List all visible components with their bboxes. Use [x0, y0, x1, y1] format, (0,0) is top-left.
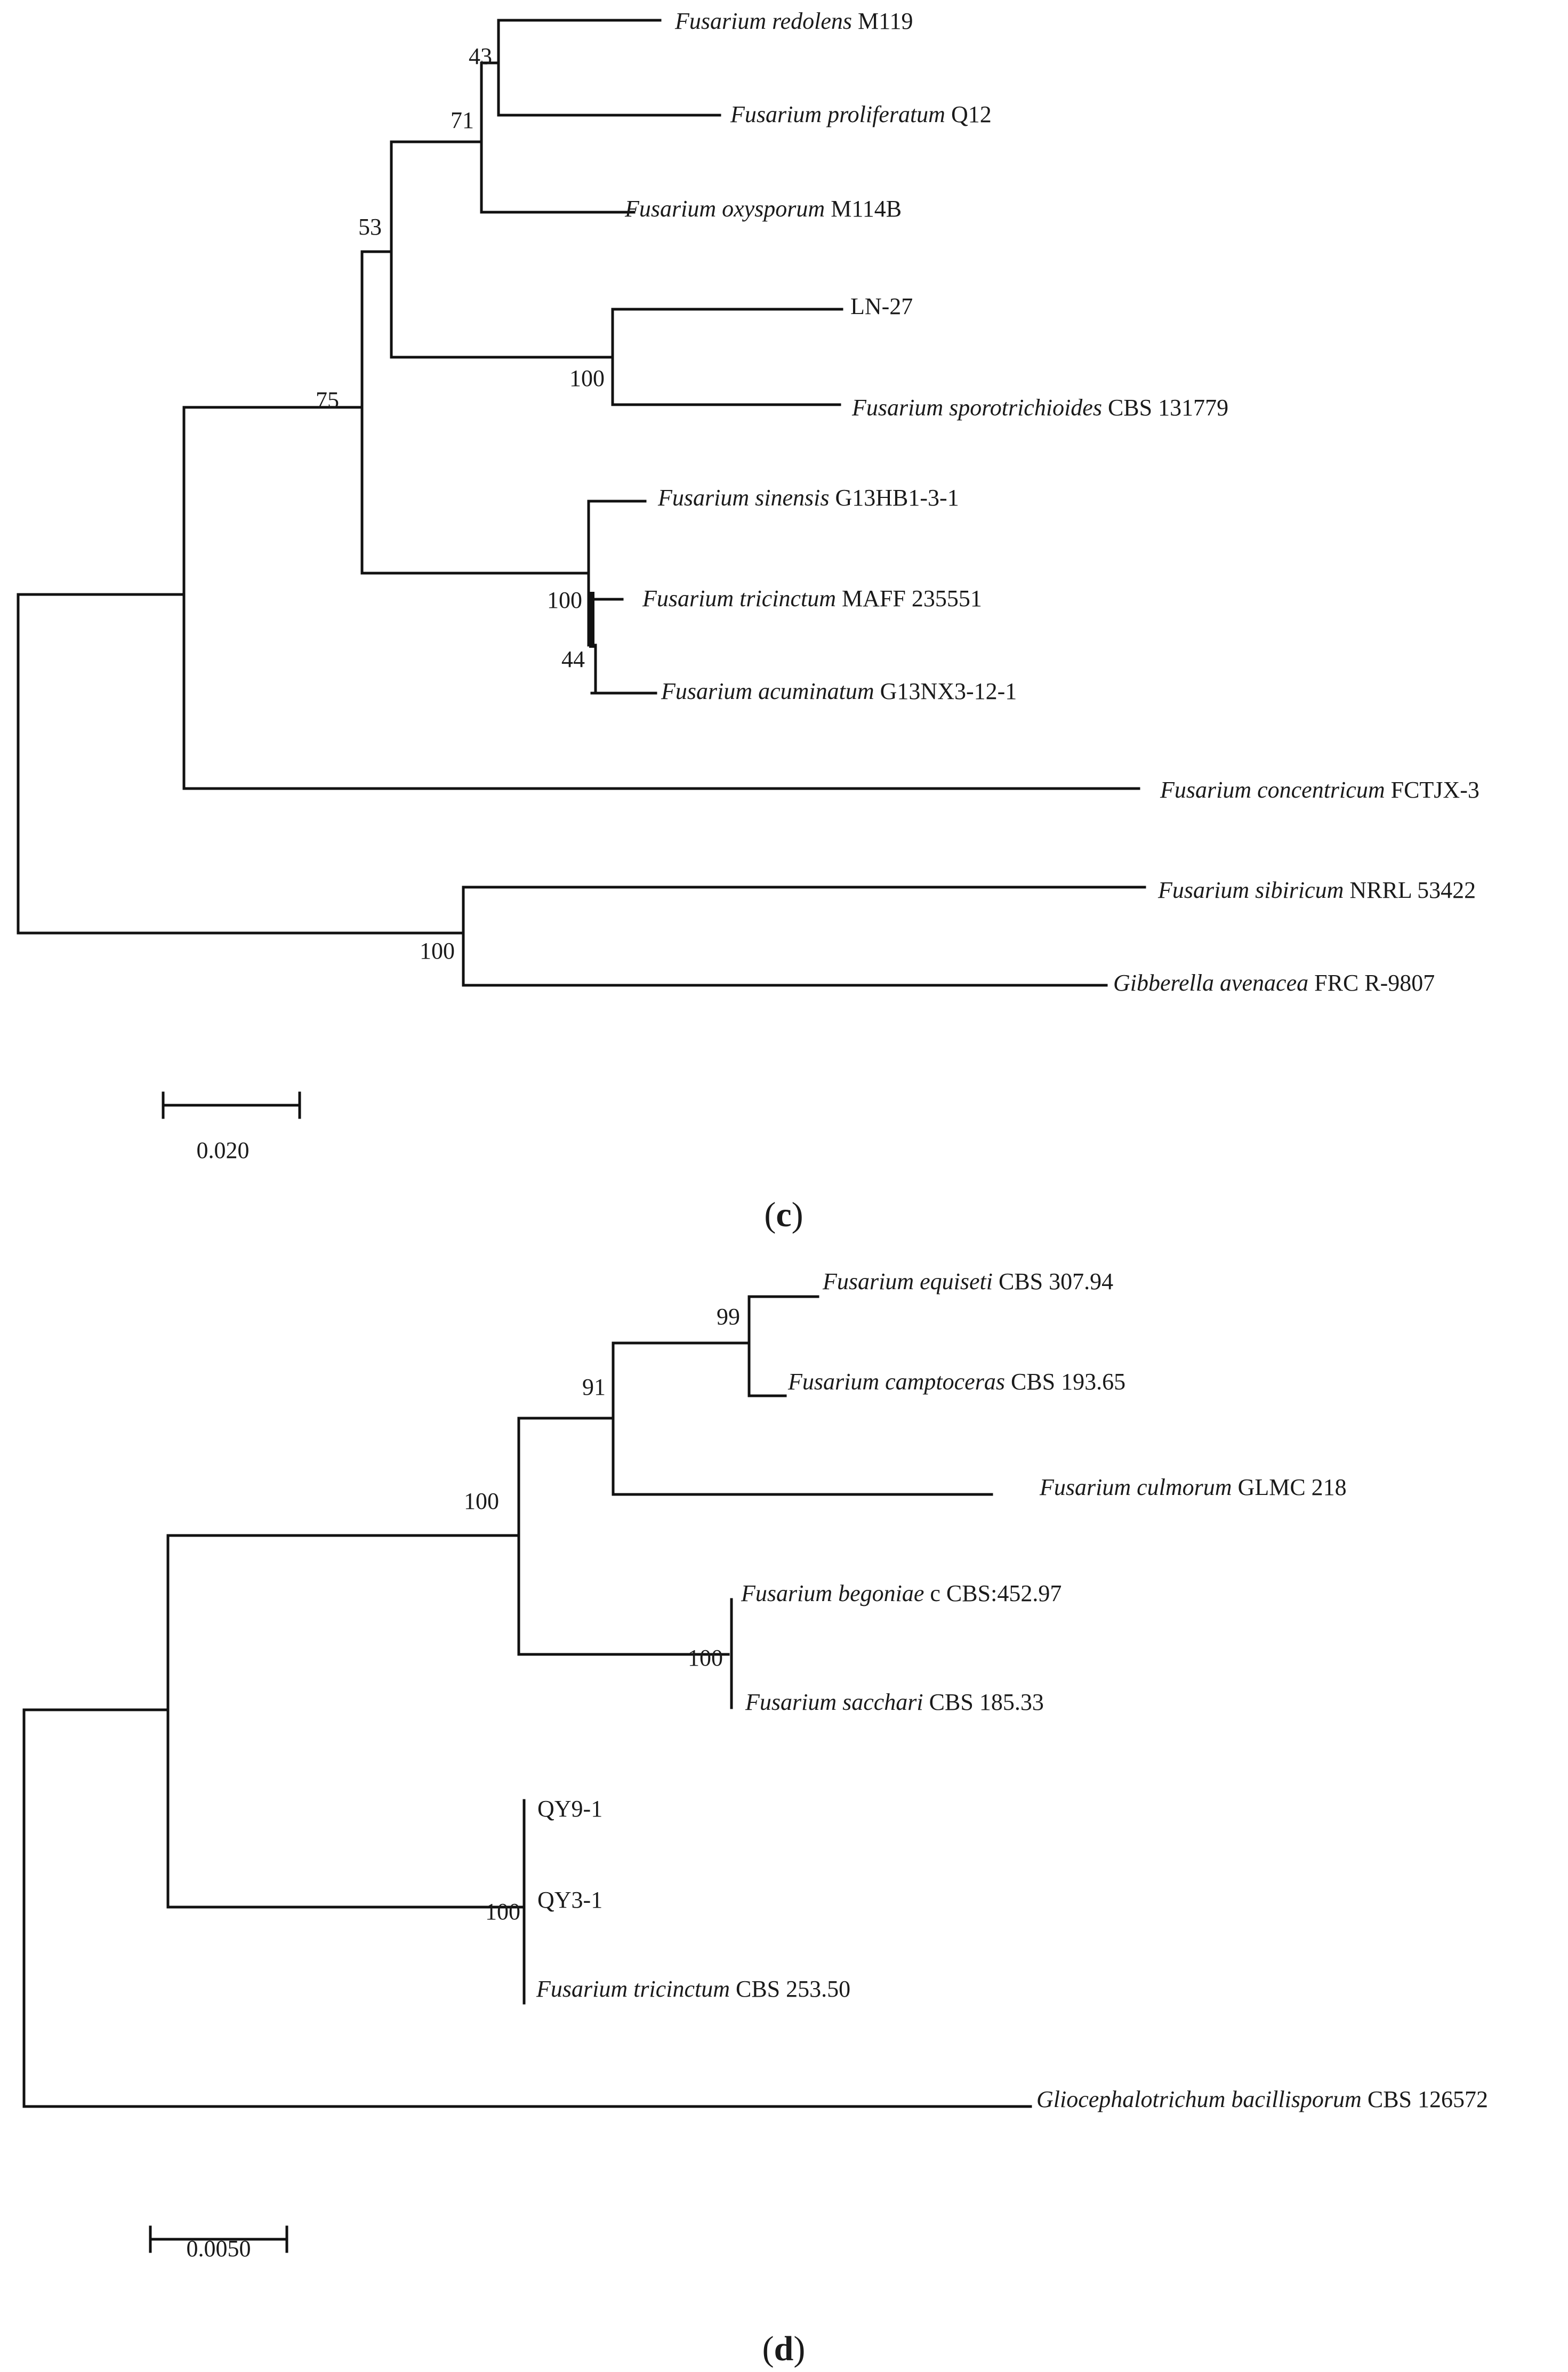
tree-panel-c: Fusarium redolens M119 Fusarium prolifer…: [17, 8, 1479, 1234]
bootstrap-value: 44: [561, 646, 585, 672]
taxon-label: Fusarium sinensis G13HB1-3-1: [657, 485, 959, 511]
taxon-label: Fusarium sporotrichioides CBS 131779: [851, 395, 1228, 421]
tree-panel-d: Fusarium equiseti CBS 307.94 Fusarium ca…: [22, 1268, 1488, 2368]
bootstrap-value: 91: [582, 1374, 606, 1400]
taxon-label: Fusarium oxysporum M114B: [624, 196, 902, 222]
taxon-label: Fusarium concentricum FCTJX-3: [1160, 777, 1479, 803]
bootstrap-value: 100: [485, 1899, 520, 1925]
bootstrap-value: 100: [547, 587, 582, 613]
taxon-label: Fusarium culmorum GLMC 218: [1039, 1474, 1347, 1500]
taxon-label: Fusarium begoniae c CBS:452.97: [741, 1580, 1062, 1606]
taxon-label: Fusarium sacchari CBS 185.33: [745, 1689, 1044, 1715]
taxon-label: Fusarium camptoceras CBS 193.65: [787, 1369, 1125, 1395]
scale-bar-label: 0.020: [197, 1137, 250, 1163]
tree-c-branches: [17, 19, 1146, 987]
scale-bar-d: 0.0050: [149, 2225, 288, 2262]
taxon-label: Fusarium tricinctum MAFF 235551: [642, 585, 982, 612]
panel-label-d: (d): [762, 2329, 806, 2368]
taxon-label: LN-27: [850, 293, 913, 319]
bootstrap-value: 100: [569, 365, 605, 391]
scale-bar-label: 0.0050: [187, 2236, 251, 2262]
scale-bar-c: 0.020: [162, 1091, 301, 1163]
taxon-label: Fusarium proliferatum Q12: [730, 101, 992, 127]
tree-c-taxa: Fusarium redolens M119 Fusarium prolifer…: [624, 8, 1479, 996]
tree-d-branches: [22, 1295, 1032, 2108]
panel-label-c: (c): [764, 1195, 803, 1234]
taxon-label: Fusarium acuminatum G13NX3-12-1: [661, 678, 1017, 704]
tree-c-bootstrap: 43 71 53 75 100 100 44 100: [316, 43, 605, 964]
bootstrap-value: 100: [420, 938, 455, 964]
taxon-label: Fusarium sibiricum NRRL 53422: [1157, 877, 1476, 903]
tree-d-taxa: Fusarium equiseti CBS 307.94 Fusarium ca…: [536, 1268, 1488, 2112]
bootstrap-value: 99: [717, 1304, 740, 1330]
taxon-label: QY9-1: [537, 1796, 602, 1822]
tree-d-bootstrap: 99 91 100 100 100: [464, 1304, 740, 1925]
bootstrap-value: 100: [464, 1488, 499, 1514]
bootstrap-value: 43: [469, 43, 492, 69]
taxon-label: QY3-1: [537, 1887, 602, 1913]
bootstrap-value: 75: [316, 387, 339, 413]
taxon-label: Fusarium equiseti CBS 307.94: [822, 1268, 1113, 1294]
bootstrap-value: 53: [358, 214, 382, 240]
taxon-label: Gibberella avenacea FRC R-9807: [1113, 970, 1435, 996]
bootstrap-value: 100: [688, 1645, 723, 1671]
taxon-label: Fusarium redolens M119: [674, 8, 913, 34]
taxon-label: Fusarium tricinctum CBS 253.50: [536, 1976, 850, 2002]
bootstrap-value: 71: [451, 107, 474, 133]
taxon-label: Gliocephalotrichum bacillisporum CBS 126…: [1036, 2086, 1488, 2112]
